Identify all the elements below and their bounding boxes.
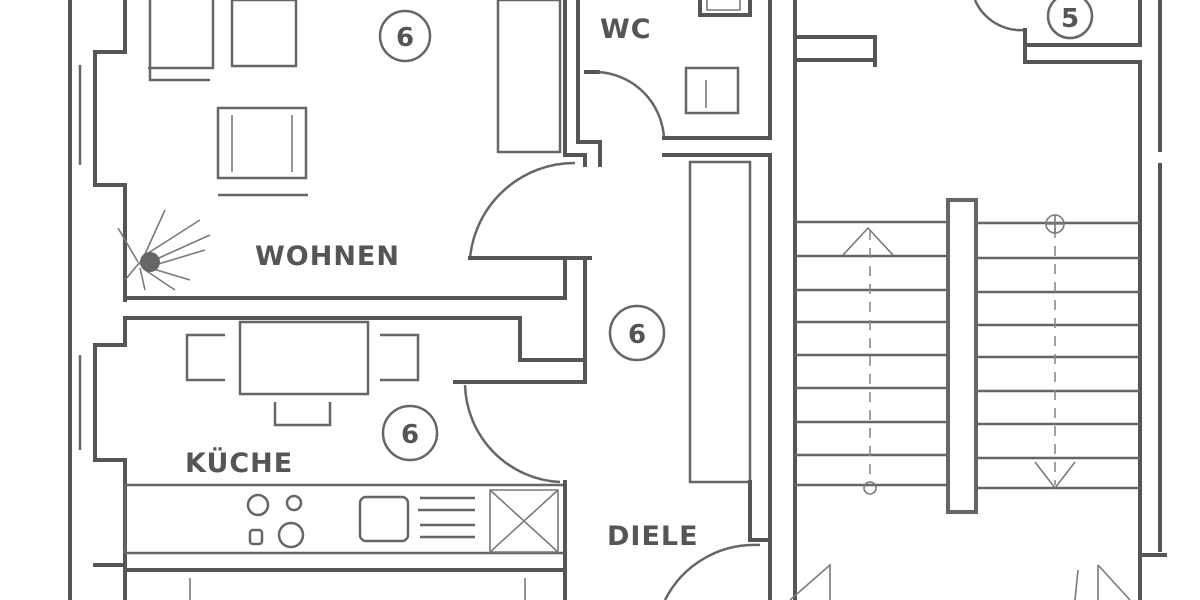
room-label-diele: DIELE <box>607 521 699 552</box>
room-number-badge-kueche: 6 <box>381 404 439 462</box>
stair-treads <box>795 220 1140 490</box>
stair-arrow-up-icon <box>842 226 894 256</box>
svg-text:6: 6 <box>401 420 419 450</box>
svg-text:6: 6 <box>396 23 414 53</box>
staircase <box>789 0 1167 600</box>
svg-text:6: 6 <box>628 320 646 350</box>
room-label-wohnen: WOHNEN <box>255 241 400 272</box>
room-number-badge-diele: 6 <box>608 304 666 362</box>
sink-icon <box>358 495 475 543</box>
exterior-wall-left <box>68 0 127 600</box>
room-number-badge-wohnen: 6 <box>378 9 432 63</box>
svg-text:5: 5 <box>1061 4 1079 34</box>
stove-icon <box>246 493 305 549</box>
room-label-wc: WC <box>600 14 652 45</box>
room-diele <box>663 160 772 600</box>
appliance-cross-icon <box>489 489 559 553</box>
room-wc <box>576 0 772 600</box>
room-label-kueche: KÜCHE <box>185 446 293 479</box>
room-wohnen <box>117 0 592 300</box>
room-kueche <box>123 260 587 600</box>
stair-arrow-down-icon <box>1034 461 1076 490</box>
room-number-badge-adjacent: 5 <box>1046 0 1094 40</box>
plant-icon <box>117 209 211 291</box>
